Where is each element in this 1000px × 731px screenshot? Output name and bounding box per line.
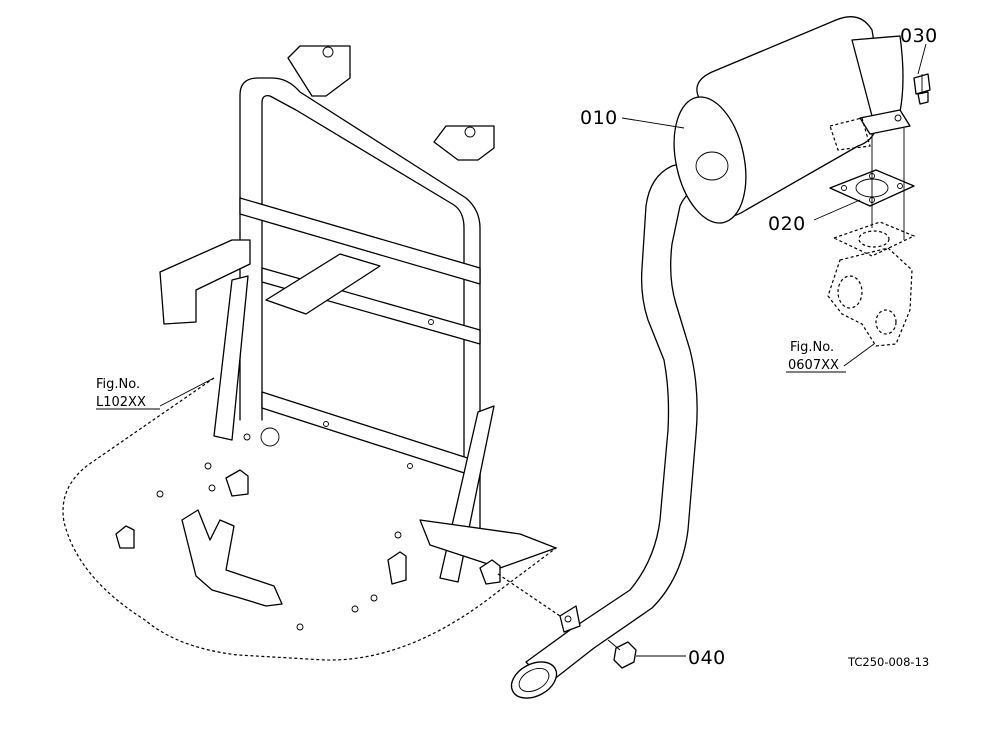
callout-030: 030 (900, 25, 938, 47)
fig-ref-platform-code: L102XX (96, 395, 146, 410)
bolt (913, 73, 931, 105)
leader-lines (159, 43, 927, 657)
muffler-assembly (510, 16, 911, 699)
fig-ref-manifold-label: Fig.No. (790, 340, 834, 355)
callout-010: 010 (580, 107, 618, 129)
fig-ref-manifold-code: 0607XX (788, 358, 839, 373)
callout-040: 040 (688, 647, 726, 669)
gasket (829, 128, 915, 240)
fig-ref-platform-label: Fig.No. (96, 377, 140, 392)
exhaust-manifold (827, 221, 916, 347)
callout-020: 020 (768, 213, 806, 235)
clamp-and-bolt (497, 573, 637, 669)
drawing-code: TC250-008-13 (847, 655, 929, 669)
seat-platform-frame (62, 45, 558, 661)
